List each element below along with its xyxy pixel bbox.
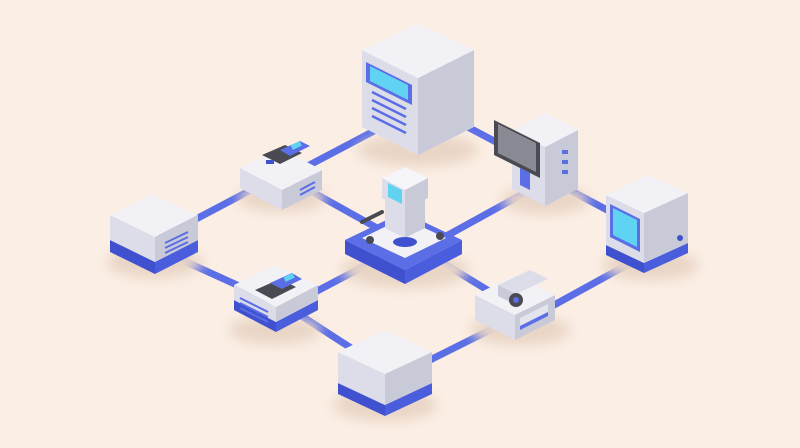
router-bottom-left bbox=[229, 265, 321, 344]
vent-icon bbox=[299, 181, 316, 196]
central-hub-icon bbox=[360, 167, 444, 247]
device-base-right bbox=[385, 383, 432, 416]
port-icon bbox=[562, 150, 568, 174]
server-icon bbox=[366, 62, 412, 135]
printer-device bbox=[470, 270, 570, 345]
device-left-face bbox=[338, 352, 385, 405]
device-top-face bbox=[240, 148, 322, 190]
device-base-left bbox=[338, 383, 385, 416]
device-base-right bbox=[644, 243, 688, 273]
device-left-face bbox=[110, 215, 155, 262]
device-base-left bbox=[110, 240, 155, 274]
device-right-face bbox=[418, 50, 474, 155]
router-icon bbox=[262, 141, 310, 164]
monitor-desktop bbox=[494, 113, 589, 214]
vent-icon bbox=[239, 297, 269, 323]
device-top-face bbox=[110, 195, 198, 237]
device-base-right bbox=[276, 300, 318, 332]
router-icon bbox=[255, 273, 302, 299]
device-right-face bbox=[644, 193, 688, 263]
hub-base-left bbox=[345, 240, 405, 284]
display-box-icon bbox=[610, 204, 683, 252]
display-box-right bbox=[602, 175, 698, 280]
central-hub bbox=[341, 167, 469, 288]
hub-base-right bbox=[405, 240, 462, 284]
printer-icon bbox=[498, 270, 548, 330]
router-top-left bbox=[238, 141, 326, 212]
device-right-face bbox=[276, 285, 318, 322]
device-right-face bbox=[385, 352, 432, 405]
storage-box-left bbox=[107, 195, 203, 278]
device-base-left bbox=[606, 245, 644, 273]
device-base-right bbox=[155, 240, 198, 274]
device-left-face bbox=[475, 295, 515, 340]
vent-icon bbox=[164, 231, 189, 254]
monitor-icon bbox=[494, 120, 540, 190]
server-tower bbox=[358, 24, 478, 166]
device-top-face bbox=[606, 175, 688, 213]
device-top-face bbox=[362, 24, 474, 78]
device-right-face bbox=[545, 130, 578, 206]
device-top-face bbox=[338, 330, 432, 374]
device-left-face bbox=[240, 168, 282, 210]
storage-box-bottom bbox=[333, 330, 437, 421]
device-left-face bbox=[234, 285, 276, 322]
